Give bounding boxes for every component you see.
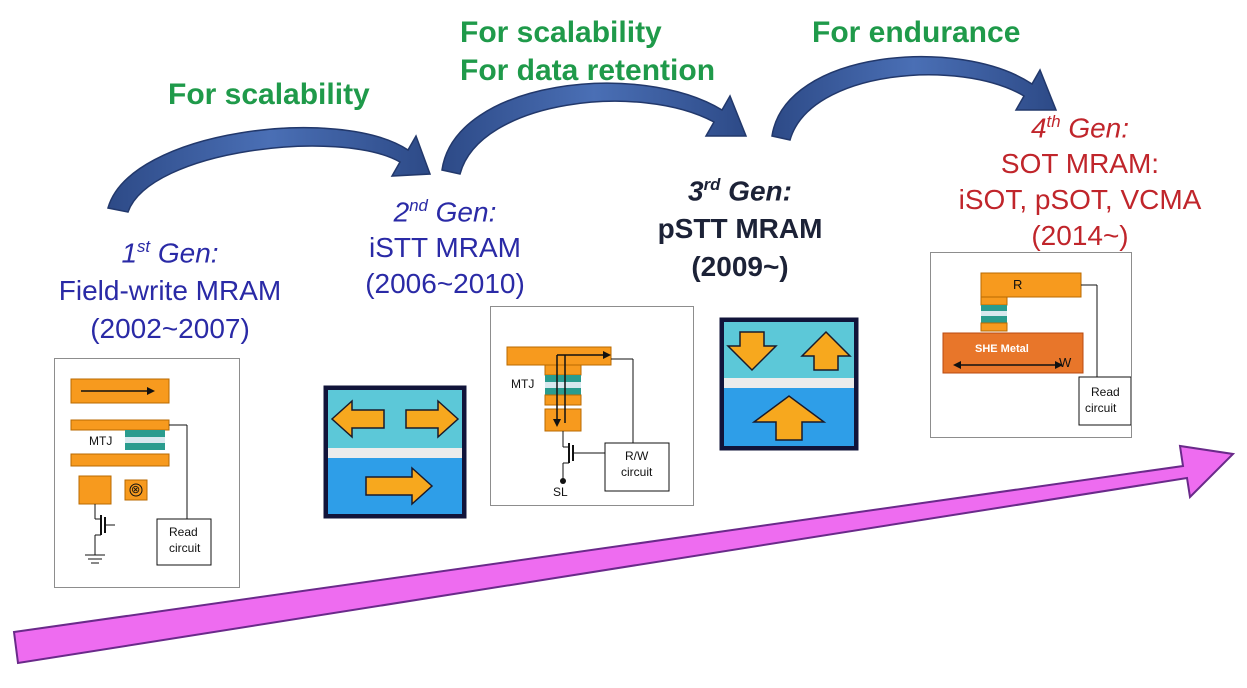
gen3-heading: 3rd Gen: pSTT MRAM (2009~) [628,166,852,286]
arc-arrow-1 [107,126,432,213]
gen1-heading: 1st Gen: Field-write MRAM (2002~2007) [40,228,300,348]
gen2-years: (2006~2010) [365,268,525,300]
gen4-she-label: SHE Metal [975,343,1029,355]
timeline-arrow [12,444,1236,665]
gen2-heading: 2nd Gen: iSTT MRAM (2006~2010) [330,188,560,302]
purpose-label-1: For scalability [168,78,370,111]
gen3-years: (2009~) [691,251,789,283]
gen4-ordinal: 4th Gen: [1030,112,1130,144]
istt-stack [322,384,468,520]
istt-stack-drawing [323,385,467,519]
gen4-read-label-1: Read [1091,385,1120,399]
gen2-cell-diagram: MTJ R/W circuit SL [490,306,694,506]
purpose-label-2a: For scalability [460,16,662,49]
purpose-label-2b: For data retention [460,54,716,87]
pstt-stack [718,316,860,452]
gen2-ordinal: 2nd Gen: [393,196,497,228]
gen3-name: pSTT MRAM [657,213,823,245]
gen1-name: Field-write MRAM [58,275,282,307]
gen4-years: (2014~) [1031,220,1129,252]
gen2-rw-label-2: circuit [621,465,653,479]
purpose-label-3: For endurance [812,16,1021,49]
gen4-heading: 4th Gen: SOT MRAM: iSOT, pSOT, VCMA (201… [930,104,1230,254]
gen2-mtj-label: MTJ [511,377,535,391]
gen2-cell-drawing [506,346,670,492]
pstt-stack-drawing [719,317,859,451]
gen1-mtj-label: MTJ [89,434,113,448]
gen2-rw-label-1: R/W [625,449,649,463]
gen4-name-line1: SOT MRAM: [1000,148,1160,180]
gen4-name-line2: iSOT, pSOT, VCMA [958,184,1202,216]
gen1-read-label-2: circuit [169,541,201,555]
gen1-ordinal: 1st Gen: [121,237,219,269]
gen1-cell-drawing [70,378,212,566]
gen4-w-label: W [1059,355,1072,370]
arc-arrow-2 [441,82,748,175]
gen2-sl-label: SL [553,485,568,499]
gen1-years: (2002~2007) [90,313,250,345]
gen2-name: iSTT MRAM [369,232,521,264]
gen4-r-label: R [1013,277,1023,292]
gen4-cell-drawing [942,272,1131,426]
gen3-ordinal: 3rd Gen: [688,175,792,207]
gen4-cell-diagram: R SHE Metal W Read circuit [930,252,1132,438]
gen1-read-label-1: Read [169,525,198,539]
gen1-cell-diagram: MTJ ⊗ Read circuit [54,358,240,588]
gen1-field-symbol: ⊗ [131,484,141,496]
arc-arrow-3 [771,55,1058,141]
gen4-read-label-2: circuit [1085,401,1117,415]
